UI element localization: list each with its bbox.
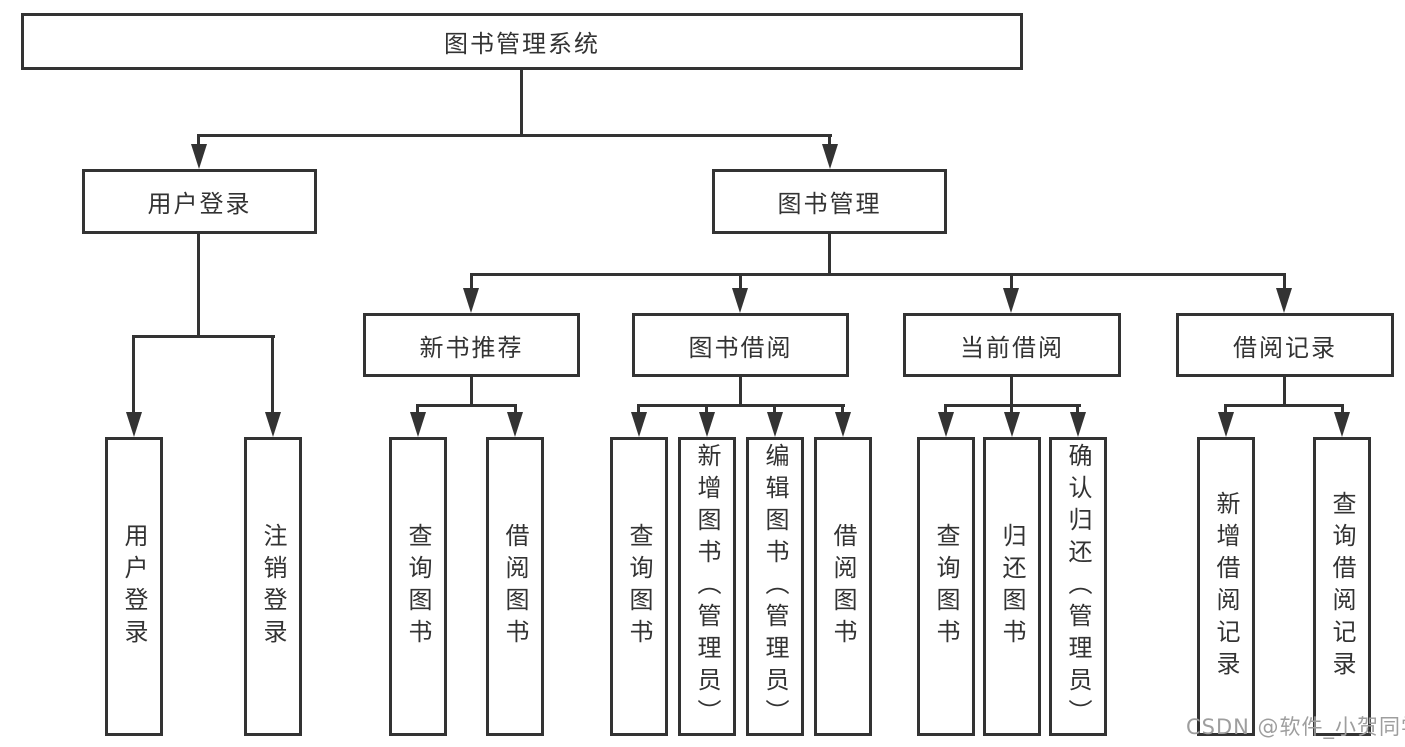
connector-line <box>198 134 832 137</box>
arrow-down-icon <box>938 412 954 437</box>
arrow-down-icon <box>1003 288 1019 313</box>
connector-line <box>133 335 275 338</box>
arrow-down-icon <box>410 412 426 437</box>
node-label: 归还图书 <box>998 522 1026 651</box>
arrow-down-icon <box>1004 412 1020 437</box>
connector-line <box>1283 273 1286 291</box>
connector-line <box>1224 404 1344 407</box>
node-new-book-recommendation: 新书推荐 <box>363 313 580 377</box>
connector-line <box>132 335 135 415</box>
node-book-management: 图书管理 <box>712 169 947 234</box>
connector-line <box>828 134 831 148</box>
node-label: 查询图书 <box>404 522 432 651</box>
connector-line <box>739 377 742 407</box>
connector-line <box>1010 404 1013 415</box>
arrow-down-icon <box>835 412 851 437</box>
node-leaf-edit-book-admin: 编辑图书（管理员） <box>746 437 804 736</box>
node-leaf-add-book-admin: 新增图书（管理员） <box>678 437 736 736</box>
node-label: 确认归还（管理员） <box>1064 442 1092 731</box>
connector-line <box>470 377 473 407</box>
node-label: 编辑图书（管理员） <box>761 442 789 731</box>
node-label: 用户登录 <box>120 522 148 651</box>
arrow-down-icon <box>822 144 838 169</box>
connector-line <box>944 404 947 415</box>
connector-line <box>705 404 708 415</box>
connector-line <box>637 404 845 407</box>
node-label: 查询图书 <box>625 522 653 651</box>
node-label: 借阅图书 <box>501 522 529 651</box>
node-user-login: 用户登录 <box>82 169 317 234</box>
node-leaf-query-books-current: 查询图书 <box>917 437 975 736</box>
arrow-down-icon <box>732 288 748 313</box>
connector-line <box>739 273 742 291</box>
node-label: 查询图书 <box>932 522 960 651</box>
node-label: 借阅图书 <box>829 522 857 651</box>
connector-line <box>841 404 844 415</box>
connector-line <box>197 134 200 148</box>
connector-line <box>773 404 776 415</box>
connector-line <box>416 404 517 407</box>
watermark: CSDN @软件_小贺同学 <box>1186 715 1405 739</box>
connector-line <box>416 404 419 415</box>
connector-line <box>1341 404 1344 415</box>
arrow-down-icon <box>767 412 783 437</box>
connector-line <box>1010 273 1013 291</box>
node-current-borrowing: 当前借阅 <box>903 313 1121 377</box>
arrow-down-icon <box>463 288 479 313</box>
node-library-management-system: 图书管理系统 <box>21 13 1023 70</box>
node-leaf-query-books-recommend: 查询图书 <box>389 437 447 736</box>
arrow-down-icon <box>126 412 142 437</box>
arrow-down-icon <box>1334 412 1350 437</box>
arrow-down-icon <box>1276 288 1292 313</box>
arrow-down-icon <box>265 412 281 437</box>
connector-line <box>828 233 831 276</box>
node-label: 注销登录 <box>259 522 287 651</box>
connector-line <box>1224 404 1227 415</box>
node-leaf-query-books-borrowing: 查询图书 <box>610 437 668 736</box>
connector-line <box>1010 377 1013 407</box>
node-leaf-borrow-books-borrowing: 借阅图书 <box>814 437 872 736</box>
connector-line <box>1283 377 1286 407</box>
node-leaf-confirm-return-admin: 确认归还（管理员） <box>1049 437 1107 736</box>
arrow-down-icon <box>191 144 207 169</box>
arrow-down-icon <box>699 412 715 437</box>
node-leaf-return-books: 归还图书 <box>983 437 1041 736</box>
node-label: 新增图书（管理员） <box>693 442 721 731</box>
connector-line <box>197 233 200 338</box>
node-leaf-borrow-books-recommend: 借阅图书 <box>486 437 544 736</box>
node-leaf-user-login: 用户登录 <box>105 437 163 736</box>
arrow-down-icon <box>631 412 647 437</box>
connector-line <box>470 273 473 291</box>
node-book-borrowing: 图书借阅 <box>632 313 849 377</box>
arrow-down-icon <box>1070 412 1086 437</box>
connector-line <box>520 69 523 136</box>
connector-line <box>271 335 274 415</box>
arrow-down-icon <box>1218 412 1234 437</box>
node-leaf-add-borrow-record: 新增借阅记录 <box>1197 437 1255 736</box>
connector-line <box>637 404 640 415</box>
connector-line <box>470 273 1286 276</box>
connector-line <box>514 404 517 415</box>
node-leaf-query-borrow-record: 查询借阅记录 <box>1313 437 1371 736</box>
node-borrowing-records: 借阅记录 <box>1176 313 1394 377</box>
node-label: 查询借阅记录 <box>1328 490 1356 683</box>
connector-line <box>1076 404 1079 415</box>
node-leaf-logout: 注销登录 <box>244 437 302 736</box>
arrow-down-icon <box>507 412 523 437</box>
node-label: 新增借阅记录 <box>1212 490 1240 683</box>
